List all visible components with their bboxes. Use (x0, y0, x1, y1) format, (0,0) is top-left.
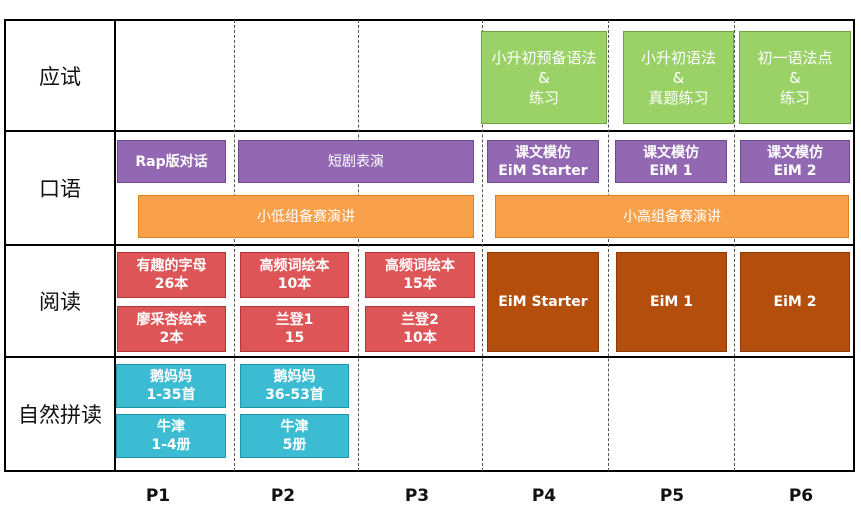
speaking-p6-box: 课文模仿 EiM 2 (740, 140, 850, 183)
reading-p2-top-box: 高频词绘本 10本 (240, 252, 349, 298)
row-label-exam: 应试 (39, 64, 81, 89)
reading-p1-bottom-box: 廖采杏绘本 2本 (117, 306, 226, 352)
column-divider (234, 20, 235, 471)
column-label-p2: P2 (270, 486, 296, 506)
column-label-p3: P3 (404, 486, 430, 506)
phonics-p2-top-box: 鹅妈妈 36-53首 (240, 364, 349, 408)
column-divider (358, 20, 359, 471)
row-divider (4, 130, 855, 132)
phonics-p2-bottom-box: 牛津 5册 (240, 414, 349, 458)
column-divider (734, 20, 735, 471)
reading-p6-box: EiM 2 (740, 252, 850, 352)
speaking-p5-box: 课文模仿 EiM 1 (615, 140, 727, 183)
exam-p5-box: 小升初语法 & 真题练习 (623, 31, 734, 124)
exam-p4-box: 小升初预备语法 & 练习 (481, 31, 607, 124)
row-label-reading: 阅读 (39, 290, 81, 314)
label-column-divider (114, 19, 116, 472)
column-label-p4: P4 (531, 486, 557, 506)
speaking-low-speech-box: 小低组备赛演讲 (138, 195, 474, 238)
reading-p3-top-box: 高频词绘本 15本 (365, 252, 475, 298)
column-divider (482, 20, 483, 471)
column-label-p1: P1 (145, 486, 171, 506)
reading-p3-bottom-box: 兰登2 10本 (365, 306, 475, 352)
column-divider (608, 20, 609, 471)
speaking-rap-box: Rap版对话 (117, 140, 226, 183)
reading-p4-box: EiM Starter (487, 252, 599, 352)
column-label-p5: P5 (659, 486, 685, 506)
column-label-p6: P6 (788, 486, 814, 506)
reading-p1-top-box: 有趣的字母 26本 (117, 252, 226, 298)
phonics-p1-bottom-box: 牛津 1-4册 (116, 414, 226, 458)
speaking-p4-box: 课文模仿 EiM Starter (487, 140, 599, 183)
exam-p6-box: 初一语法点 & 练习 (739, 31, 851, 124)
phonics-p1-top-box: 鹅妈妈 1-35首 (116, 364, 226, 408)
speaking-high-speech-box: 小高组备赛演讲 (495, 195, 849, 238)
row-label-phonics: 自然拼读 (18, 403, 102, 427)
reading-p2-bottom-box: 兰登1 15 (240, 306, 349, 352)
reading-p5-box: EiM 1 (616, 252, 727, 352)
row-label-speaking: 口语 (39, 177, 81, 201)
row-divider (4, 244, 855, 246)
speaking-drama-box: 短剧表演 (238, 140, 474, 183)
row-divider (4, 356, 855, 358)
